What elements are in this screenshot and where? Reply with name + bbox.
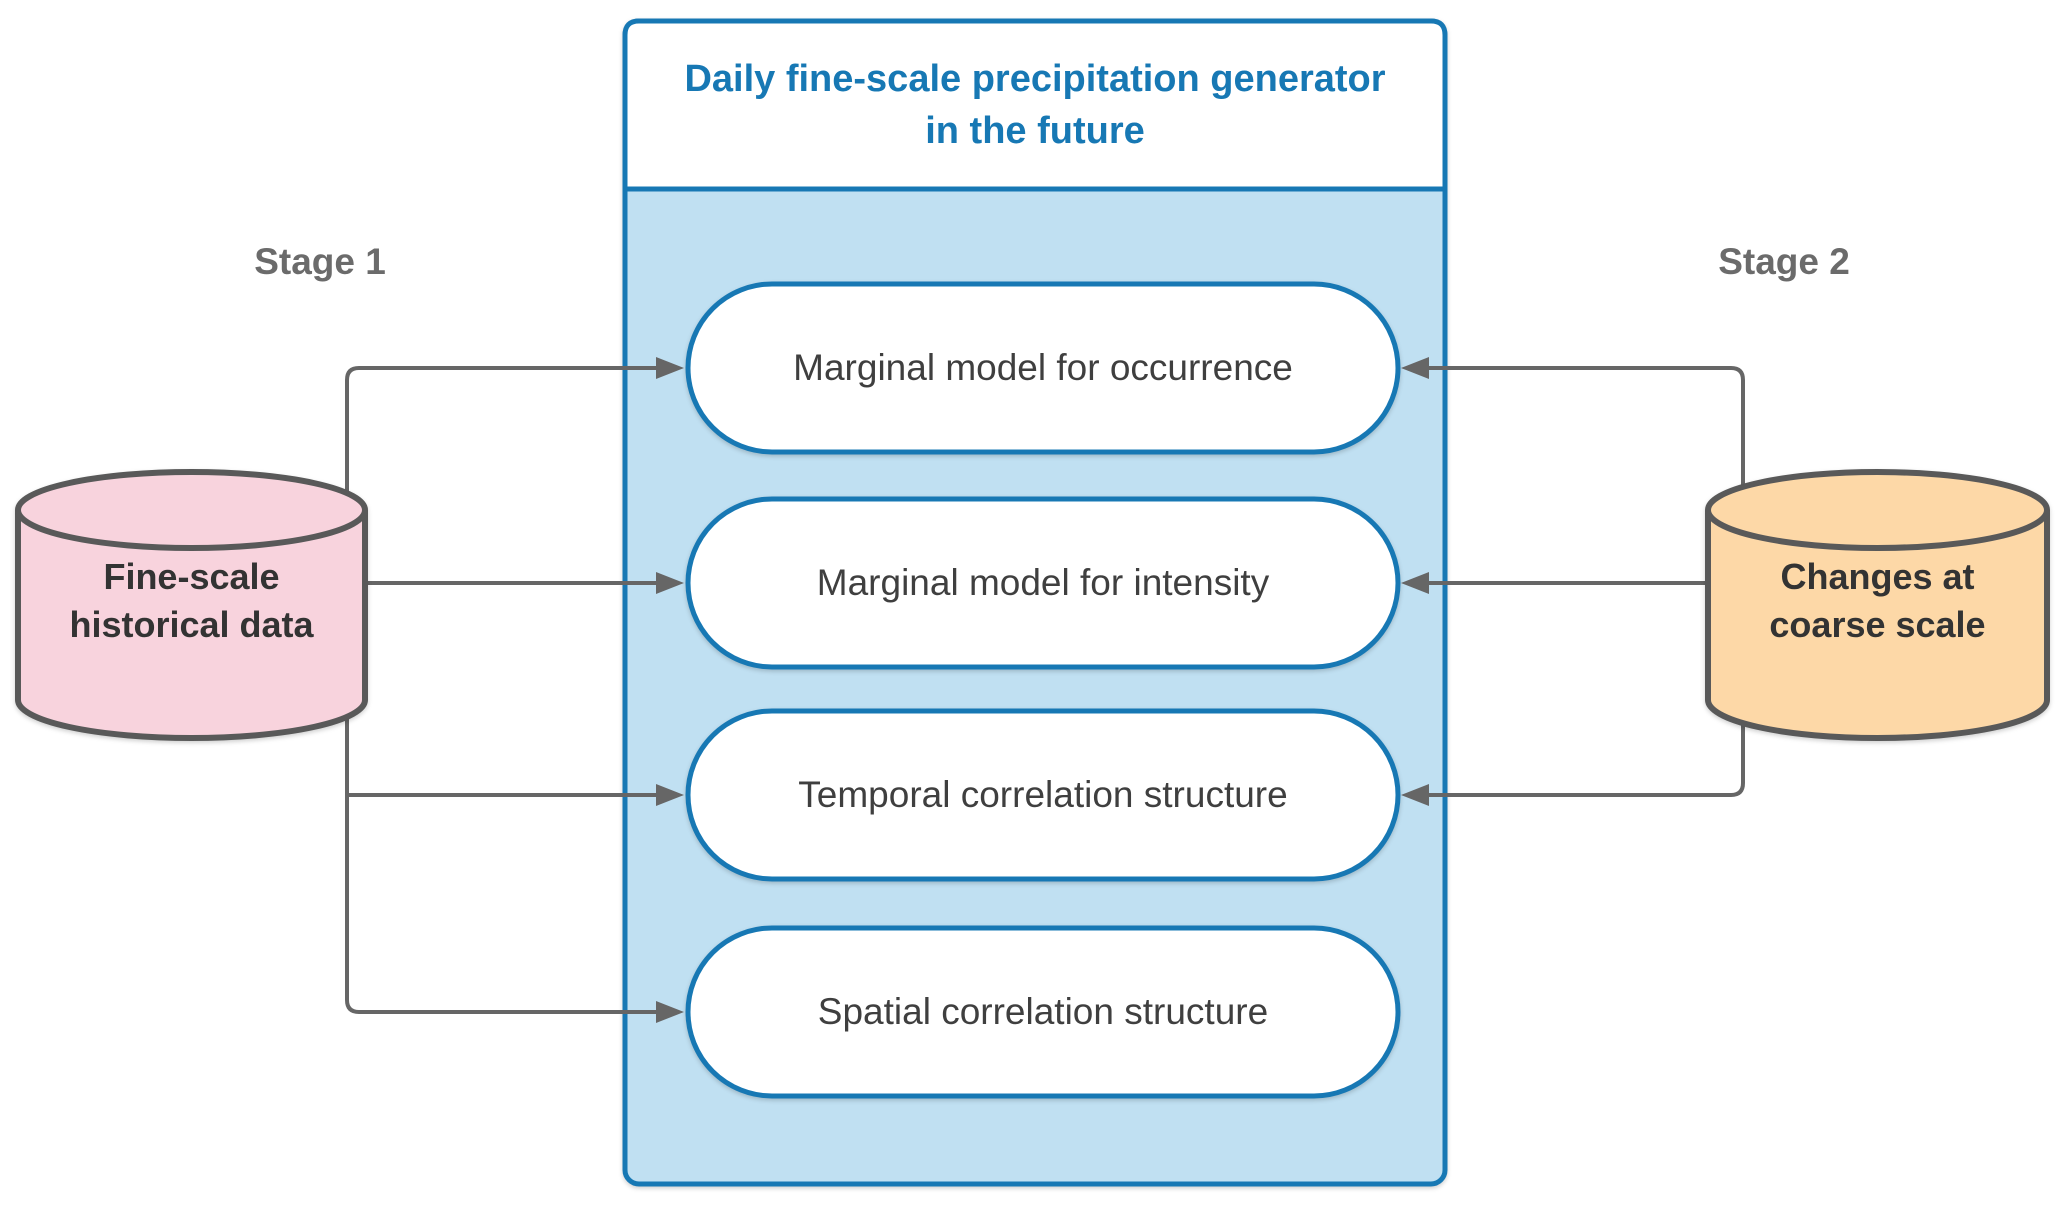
node-spatial-correlation <box>685 925 1401 1099</box>
changes-coarse-scale-label: Changes at coarse scale <box>1708 486 2047 716</box>
generator-title-line2: in the future <box>925 110 1145 152</box>
changes-coarse-scale-label-line1: Changes at <box>1780 556 1975 597</box>
node-label-temporal-correlation: Temporal correlation structure <box>798 774 1288 815</box>
fine-scale-historical-label: Fine-scale historical data <box>18 486 365 716</box>
arrow-stage1-occurrence <box>345 366 657 500</box>
generator-header-panel <box>622 18 1448 192</box>
cylinder-fine-scale-historical <box>15 469 368 741</box>
changes-coarse-scale-label-line2: coarse scale <box>1769 604 1986 645</box>
arrow-stage1-temporal <box>345 700 657 1014</box>
node-marginal-occurrence <box>685 281 1401 455</box>
node-label-marginal-intensity: Marginal model for intensity <box>816 562 1270 603</box>
arrowhead-stage1-occurrence <box>656 357 684 379</box>
node-label-spatial-correlation: Spatial correlation structure <box>817 991 1269 1032</box>
fine-scale-historical-label-line2: historical data <box>69 604 314 645</box>
node-marginal-intensity <box>685 496 1401 670</box>
cylinder-changes-coarse-body <box>1705 469 2050 741</box>
arrowhead-stage2-occurrence <box>1401 357 1429 379</box>
arrowhead-stage1-intensity <box>656 572 684 594</box>
cylinder-fine-scale-lid <box>15 509 368 551</box>
arrow-stage2-occurrence <box>1428 366 1745 500</box>
arrowhead-stage2-intensity <box>1401 572 1429 594</box>
arrowhead-stage1-spatial <box>656 1001 684 1023</box>
cylinder-changes-coarse-lid <box>1705 509 2050 551</box>
cylinder-fine-scale-body <box>15 469 368 741</box>
node-label-marginal-occurrence: Marginal model for occurrence <box>793 347 1293 388</box>
arrowhead-stage2-temporal <box>1401 784 1429 806</box>
model-nodes <box>685 281 1401 1099</box>
stage1-connectors <box>345 357 684 1023</box>
arrow-stage2-temporal <box>1428 700 1745 797</box>
generator-title-line1: Daily fine-scale precipitation generator <box>684 58 1386 100</box>
fine-scale-historical-label-line1: Fine-scale <box>103 556 280 597</box>
arrowhead-stage1-temporal <box>656 784 684 806</box>
node-temporal-correlation <box>685 708 1401 882</box>
stage2-connectors <box>1401 357 1745 806</box>
cylinder-changes-coarse <box>1705 469 2050 741</box>
stage2-label: Stage 2 <box>1718 241 1850 282</box>
generator-title: Daily fine-scale precipitation generator… <box>625 21 1445 189</box>
stage1-label: Stage 1 <box>254 241 386 282</box>
